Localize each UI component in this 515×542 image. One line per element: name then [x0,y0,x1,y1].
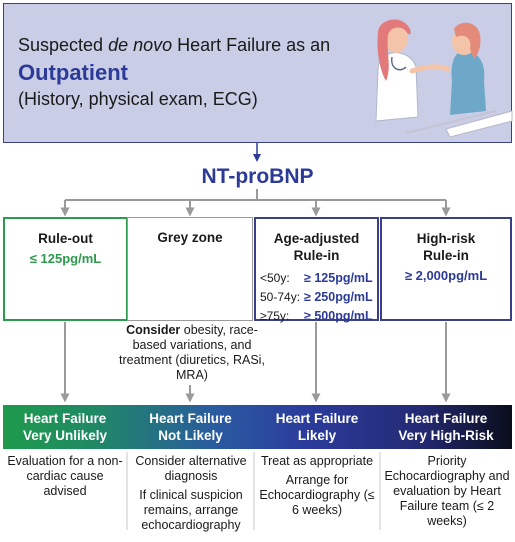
category-rule-out: Rule-out ≤ 125pg/mL [3,217,128,321]
doctor-patient-illustration [375,19,513,137]
category-age-adjusted: Age-adjusted Rule-in <50y:≥ 125pg/mL 50-… [254,217,379,323]
category-title: High-risk Rule-in [416,231,476,263]
recommendation-very-unlikely: Evaluation for a non-cardiac cause advis… [7,454,123,498]
setting-label: Outpatient [18,60,128,85]
age-threshold-row: ≥75y:≥ 500pg/mL [260,309,373,323]
outcome-very-unlikely: Heart Failure Very Unlikely [22,411,108,443]
header-text: Suspected de novo Heart Failure as an Ou… [18,32,330,113]
outcome-likely: Heart Failure Likely [275,411,359,443]
header-line-3: (History, physical exam, ECG) [18,89,258,109]
category-grey-zone: Grey zone [127,217,253,321]
recommendation-not-likely: Consider alternative diagnosis If clinic… [135,454,247,532]
recommendation-very-high-risk: Priority Echocardiography and evaluation… [384,454,510,528]
category-threshold: ≥ 2,000pg/mL [404,268,488,283]
outcome-not-likely: Heart Failure Not Likely [149,411,232,443]
age-threshold-list: <50y:≥ 125pg/mL 50-74y:≥ 250pg/mL ≥75y:≥… [256,269,377,326]
grey-zone-note: Consider obesity, race-based variations,… [119,323,265,382]
category-high-risk: High-risk Rule-in ≥ 2,000pg/mL [380,217,512,321]
header-box: Suspected de novo Heart Failure as an Ou… [3,3,513,143]
test-name: NT-proBNP [201,165,314,188]
outcome-very-high-risk: Heart Failure Very High-Risk [398,411,494,443]
category-title: Age-adjusted Rule-in [273,231,360,263]
category-title: Rule-out [38,231,93,246]
outcome-bar: Heart Failure Very Unlikely Heart Failur… [3,405,512,449]
age-threshold-row: <50y:≥ 125pg/mL [260,271,373,285]
recommendation-likely: Treat as appropriate Arrange for Echocar… [259,454,375,517]
age-threshold-row: 50-74y:≥ 250pg/mL [260,290,373,304]
category-threshold: ≤ 125pg/mL [29,251,102,266]
header-line-1: Suspected de novo Heart Failure as an [18,35,331,55]
category-title: Grey zone [157,230,223,245]
